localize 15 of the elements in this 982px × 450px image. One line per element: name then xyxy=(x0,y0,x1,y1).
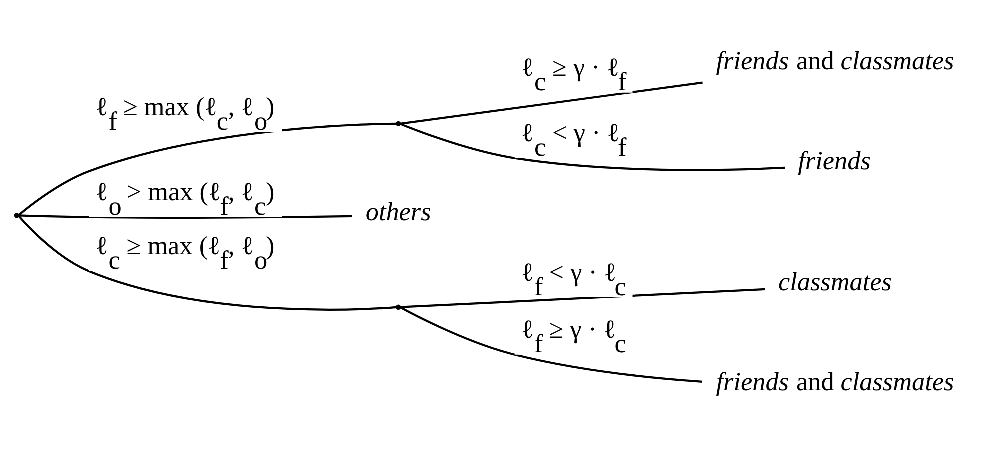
connector xyxy=(400,81,703,124)
node-point xyxy=(396,304,402,310)
node-text: friends xyxy=(798,146,871,175)
node-text: friends and classmates xyxy=(716,46,954,76)
connector xyxy=(400,288,766,308)
node-text: others xyxy=(366,196,432,226)
node-point xyxy=(14,212,20,218)
connector xyxy=(19,214,352,218)
node-text: classmates xyxy=(778,267,892,296)
connector xyxy=(18,122,396,216)
node-text: friends and classmates xyxy=(716,367,954,396)
connector xyxy=(400,306,703,382)
node-point xyxy=(396,120,402,126)
connector xyxy=(400,122,786,171)
connector xyxy=(18,214,397,310)
